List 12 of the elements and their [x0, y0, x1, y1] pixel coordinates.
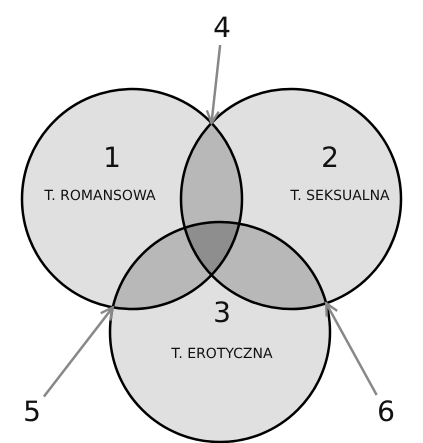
region-number: 1 — [103, 144, 121, 172]
callout-number: 4 — [213, 14, 231, 42]
arrow — [206, 44, 222, 124]
region-number: 2 — [321, 144, 339, 172]
region-label: T. ROMANSOWA — [44, 189, 156, 203]
region-label: T. SEKSUALNA — [290, 189, 390, 203]
arrow — [42, 306, 114, 398]
region-number: 3 — [213, 299, 231, 327]
callout-number: 6 — [377, 398, 395, 426]
region-label: T. EROTYCZNA — [171, 347, 273, 361]
arrow — [324, 302, 378, 396]
callout-number: 5 — [23, 398, 41, 426]
